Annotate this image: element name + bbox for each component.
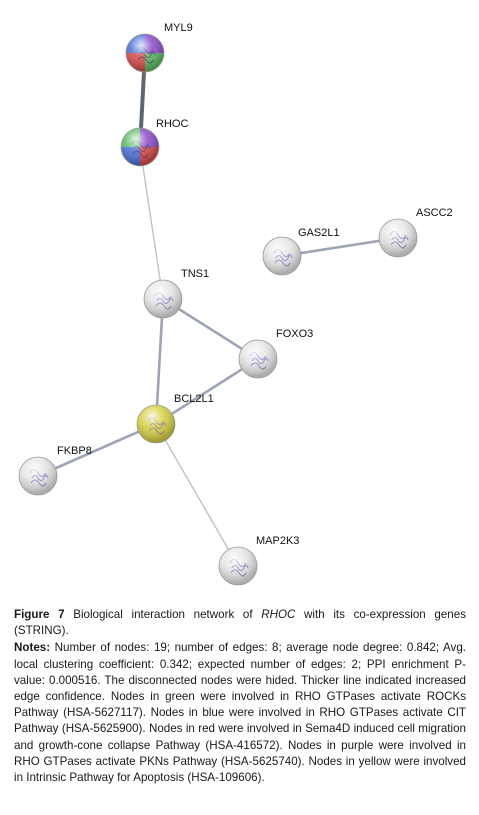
node-label-tns1: TNS1 [181, 268, 209, 280]
figure-caption: Figure 7 Biological interaction network … [14, 607, 466, 787]
notes-label: Notes: [14, 641, 51, 655]
caption-title-pre: Biological interaction network of [64, 608, 262, 621]
node-bcl2l1[interactable]: BCL2L1 [136, 393, 214, 444]
caption-title-post: with its co-expression genes (STRING). [14, 608, 466, 638]
node-label-gas2l1: GAS2L1 [298, 227, 340, 239]
edges-layer [37, 52, 399, 567]
node-label-bcl2l1: BCL2L1 [174, 393, 214, 405]
edge-tns1-bcl2l1 [154, 298, 165, 425]
caption-title-gene: RHOC [261, 608, 296, 621]
edge-foxo3-bcl2l1 [155, 357, 259, 426]
node-label-fkbp8: FKBP8 [57, 445, 92, 457]
caption-title: Figure 7 Biological interaction network … [14, 607, 466, 639]
figure-label: Figure 7 [14, 608, 65, 621]
node-myl9[interactable]: MYL9 [125, 22, 193, 73]
edge-bcl2l1-fkbp8 [37, 422, 157, 478]
node-map2k3[interactable]: MAP2K3 [218, 535, 299, 586]
node-label-foxo3: FOXO3 [276, 328, 313, 340]
node-fkbp8[interactable]: FKBP8 [18, 445, 92, 496]
node-label-rhoc: RHOC [156, 118, 188, 130]
edge-bcl2l1-map2k3 [155, 423, 239, 567]
node-gas2l1[interactable]: GAS2L1 [262, 227, 340, 276]
caption-notes: Notes: Number of nodes: 19; number of ed… [14, 640, 466, 786]
node-label-myl9: MYL9 [164, 22, 193, 34]
notes-text: Number of nodes: 19; number of edges: 8;… [14, 641, 466, 785]
node-tns1[interactable]: TNS1 [143, 268, 209, 319]
edge-rhoc-tns1 [139, 146, 164, 300]
node-ascc2[interactable]: ASCC2 [378, 207, 453, 258]
node-rhoc[interactable]: RHOC [120, 118, 188, 167]
edge-gas2l1-ascc2 [281, 236, 399, 258]
node-foxo3[interactable]: FOXO3 [238, 328, 313, 379]
node-label-map2k3: MAP2K3 [256, 535, 299, 547]
node-label-ascc2: ASCC2 [416, 207, 453, 219]
